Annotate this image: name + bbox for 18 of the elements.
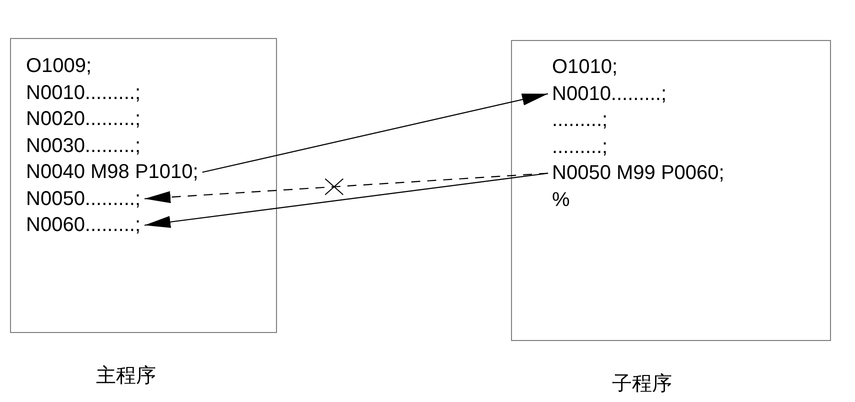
code-line: % (552, 186, 570, 213)
code-line: .........; (552, 134, 608, 160)
code-line: N0010.........; (26, 80, 141, 106)
arrow (202, 93, 548, 173)
arrow (144, 172, 548, 204)
code-line: N0010.........; (552, 80, 667, 107)
code-line: O1010; (552, 54, 618, 80)
code-line: N0030.........; (26, 132, 141, 159)
code-line: N0020.........; (26, 106, 141, 132)
code-line: N0060.........; (26, 212, 141, 238)
code-line: N0040 M98 P1010; (26, 159, 198, 186)
code-line: O1009; (26, 53, 92, 80)
code-line: .........; (552, 107, 608, 134)
code-line: N0050 M99 P0060; (552, 160, 724, 186)
code-line: N0050.........; (26, 186, 141, 212)
program-caption: 子程序 (612, 370, 672, 397)
arrow (144, 172, 548, 228)
program-caption: 主程序 (96, 362, 156, 389)
